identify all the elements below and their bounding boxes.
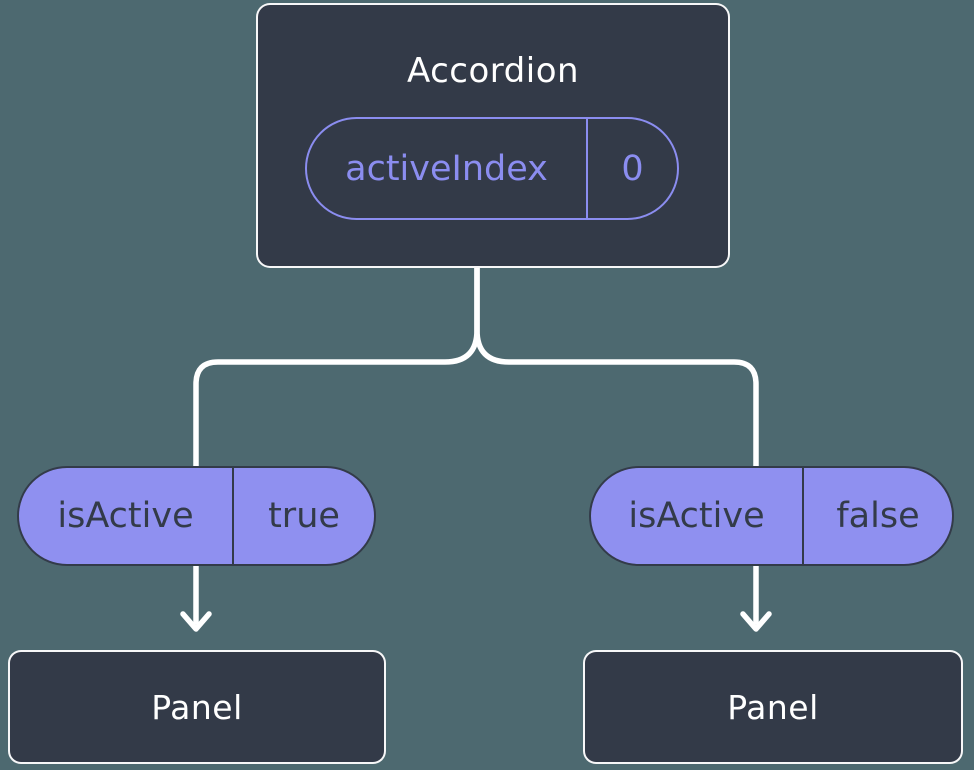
state-pill-name: activeIndex xyxy=(307,119,588,218)
connector-right-branch xyxy=(474,265,759,625)
state-pill-activeindex: activeIndex 0 xyxy=(305,117,679,220)
prop-pill-isactive-true: isActive true xyxy=(17,466,376,566)
prop-pill-value: false xyxy=(836,496,920,536)
panel-node-left: Panel xyxy=(8,650,386,764)
connector-left-branch xyxy=(193,265,480,625)
accordion-node-title: Accordion xyxy=(406,51,580,91)
state-pill-value: 0 xyxy=(621,148,644,189)
arrowhead-left-icon xyxy=(180,611,212,632)
prop-pill-isactive-false: isActive false xyxy=(589,466,954,566)
panel-node-title: Panel xyxy=(151,687,243,727)
prop-pill-value: true xyxy=(268,496,340,536)
prop-pill-name: isActive xyxy=(19,468,234,564)
accordion-node: Accordion activeIndex 0 xyxy=(256,3,730,268)
arrowhead-right-icon xyxy=(740,611,772,632)
panel-node-right: Panel xyxy=(583,650,963,764)
prop-pill-name: isActive xyxy=(591,468,804,564)
panel-node-title: Panel xyxy=(727,687,819,727)
